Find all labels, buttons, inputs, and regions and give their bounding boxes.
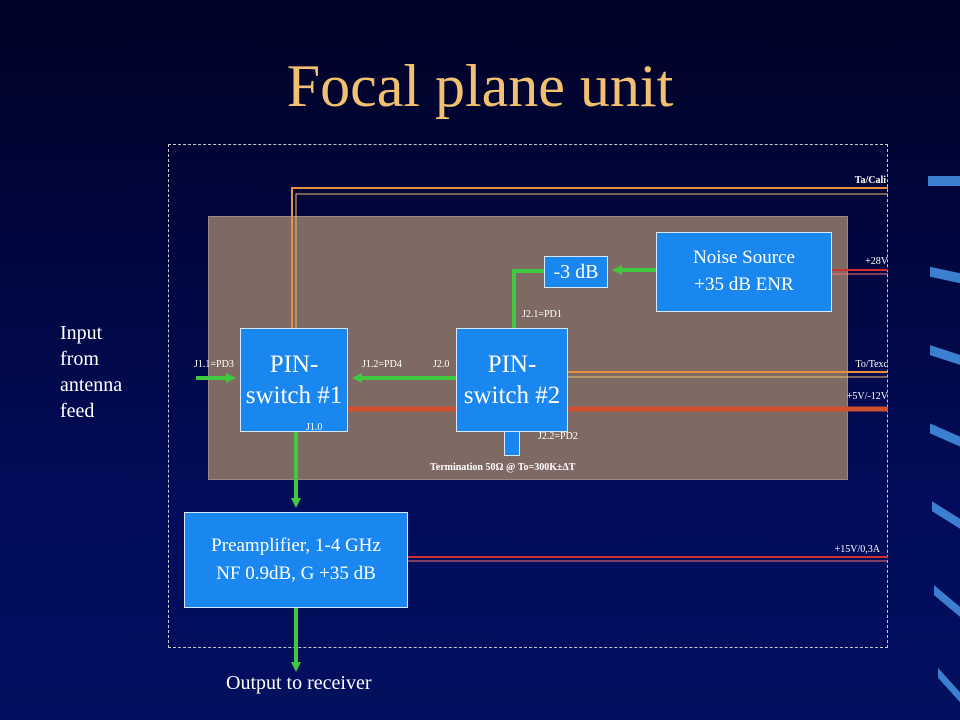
connector-j1-0: J1.0 xyxy=(306,422,323,433)
v15-label: +15V/0,3A xyxy=(834,544,880,555)
input-label-line-1: Input xyxy=(60,322,103,344)
termination-label: Termination 50Ω @ To=300K±ΔT xyxy=(430,462,576,473)
preamplifier-line-1: Preamplifier, 1-4 GHz xyxy=(211,535,381,557)
ta-cali-label: Ta/Cali xyxy=(854,175,886,186)
output-label: Output to receiver xyxy=(226,672,372,694)
pin-switch-2-line-2: switch #2 xyxy=(463,382,561,409)
connector-j1-1: J1.1=PD3 xyxy=(194,359,234,370)
pin-switch-1-line-1: PIN- xyxy=(269,350,319,378)
input-label-line-3: antenna xyxy=(60,374,123,396)
input-label: Input from antenna feed xyxy=(60,320,122,424)
noise-source-line-1: Noise Source xyxy=(693,247,795,269)
input-label-line-2: from xyxy=(60,348,99,370)
ta-cali-line xyxy=(291,187,888,328)
noise-source-block: Noise Source +35 dB ENR xyxy=(656,232,832,312)
attenuator-block: -3 dB xyxy=(544,256,608,288)
page-title: Focal plane unit xyxy=(286,53,674,119)
connector-j2-2: J2.2=PD2 xyxy=(538,431,578,442)
input-label-line-4: feed xyxy=(60,400,95,422)
v28-power-line xyxy=(832,269,888,275)
preamplifier-line-2: NF 0.9dB, G +35 dB xyxy=(216,563,376,584)
v5-12-label: +5V/-12V xyxy=(846,391,888,402)
attenuator-label: -3 dB xyxy=(553,260,599,283)
connector-j2-1: J2.1=PD1 xyxy=(522,309,562,320)
v15-power-line xyxy=(408,556,888,562)
connector-j1-2: J1.2=PD4 xyxy=(362,359,402,370)
decor-accent-1 xyxy=(928,176,960,186)
pin-switch-2: PIN- switch #2 xyxy=(456,328,568,432)
noise-source-line-2: +35 dB ENR xyxy=(694,274,794,295)
connector-j2-0: J2.0 xyxy=(433,359,450,370)
focal-plane-frame xyxy=(168,144,888,648)
attenuator-to-pin2-line xyxy=(512,269,544,328)
to-texc-label: To/Texc xyxy=(855,359,888,370)
v28-label: +28V xyxy=(865,256,888,267)
to-texc-line xyxy=(568,371,888,378)
pin-switch-2-line-1: PIN- xyxy=(487,350,537,378)
pin-switch-1-line-2: switch #1 xyxy=(245,382,343,409)
pin-switch-1: PIN- switch #1 xyxy=(240,328,348,432)
preamplifier-block: Preamplifier, 1-4 GHz NF 0.9dB, G +35 dB xyxy=(184,512,408,608)
